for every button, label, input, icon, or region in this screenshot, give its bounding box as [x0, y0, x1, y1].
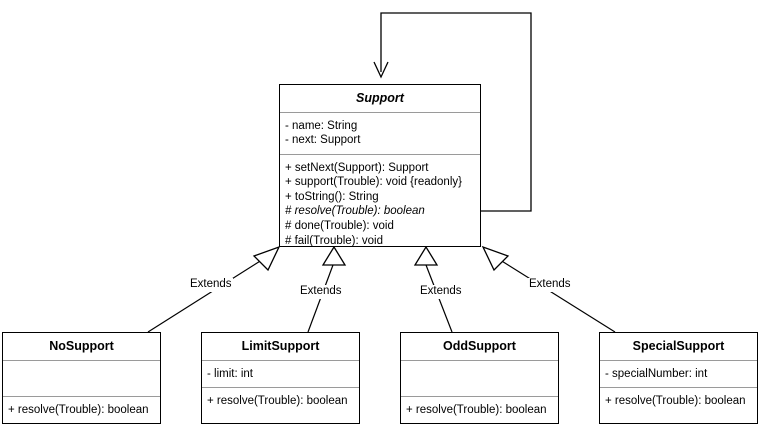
- operation-item: + resolve(Trouble): boolean: [8, 403, 149, 416]
- attributes-compartment-limitsupport: - limit: int: [202, 359, 359, 388]
- class-name-nosupport: NoSupport: [49, 339, 114, 353]
- edge-label-extends-specialsupport: Extends: [528, 278, 572, 292]
- attributes-compartment-nosupport: [3, 359, 160, 396]
- class-box-limitsupport[interactable]: LimitSupport - limit: int + resolve(Trou…: [201, 332, 360, 424]
- operations-compartment-specialsupport: + resolve(Trouble): boolean: [600, 387, 757, 415]
- operation-item: + setNext(Support): Support: [285, 161, 429, 174]
- operations-compartment-limitsupport: + resolve(Trouble): boolean: [202, 387, 359, 415]
- operation-item: + support(Trouble): void {readonly}: [285, 176, 462, 189]
- operation-item-abstract: # resolve(Trouble): boolean: [285, 205, 425, 218]
- attributes-compartment-specialsupport: - specialNumber: int: [600, 359, 757, 388]
- class-box-specialsupport[interactable]: SpecialSupport - specialNumber: int + re…: [599, 332, 758, 424]
- operation-item: # done(Trouble): void: [285, 220, 394, 233]
- attribute-item: - specialNumber: int: [605, 367, 708, 380]
- operation-item: + resolve(Trouble): boolean: [605, 395, 746, 408]
- class-name-support: Support: [356, 91, 404, 105]
- operations-compartment-support: + setNext(Support): Support + support(Tr…: [280, 153, 480, 255]
- class-name-limitsupport: LimitSupport: [241, 339, 320, 353]
- attributes-compartment-support: - name: String - next: Support: [280, 111, 480, 154]
- edge-label-extends-nosupport: Extends: [189, 278, 233, 292]
- attribute-item: - limit: int: [207, 367, 253, 380]
- attribute-item: - next: Support: [285, 134, 361, 147]
- operation-item: + resolve(Trouble): boolean: [207, 395, 348, 408]
- operation-item: + toString(): String: [285, 190, 379, 203]
- operation-item: + resolve(Trouble): boolean: [406, 403, 547, 416]
- operation-item: # fail(Trouble): void: [285, 234, 384, 247]
- edge-label-extends-limitsupport: Extends: [299, 285, 343, 299]
- class-box-oddsupport[interactable]: OddSupport + resolve(Trouble): boolean: [400, 332, 559, 424]
- class-box-support[interactable]: Support - name: String - next: Support +…: [279, 84, 481, 247]
- class-name-specialsupport: SpecialSupport: [632, 339, 725, 353]
- operations-compartment-oddsupport: + resolve(Trouble): boolean: [401, 395, 558, 424]
- attributes-compartment-oddsupport: [401, 359, 558, 396]
- class-box-nosupport[interactable]: NoSupport + resolve(Trouble): boolean: [2, 332, 161, 424]
- class-name-oddsupport: OddSupport: [443, 339, 516, 353]
- operations-compartment-nosupport: + resolve(Trouble): boolean: [3, 395, 160, 424]
- edge-label-extends-oddsupport: Extends: [419, 285, 463, 299]
- attribute-item: - name: String: [285, 119, 358, 132]
